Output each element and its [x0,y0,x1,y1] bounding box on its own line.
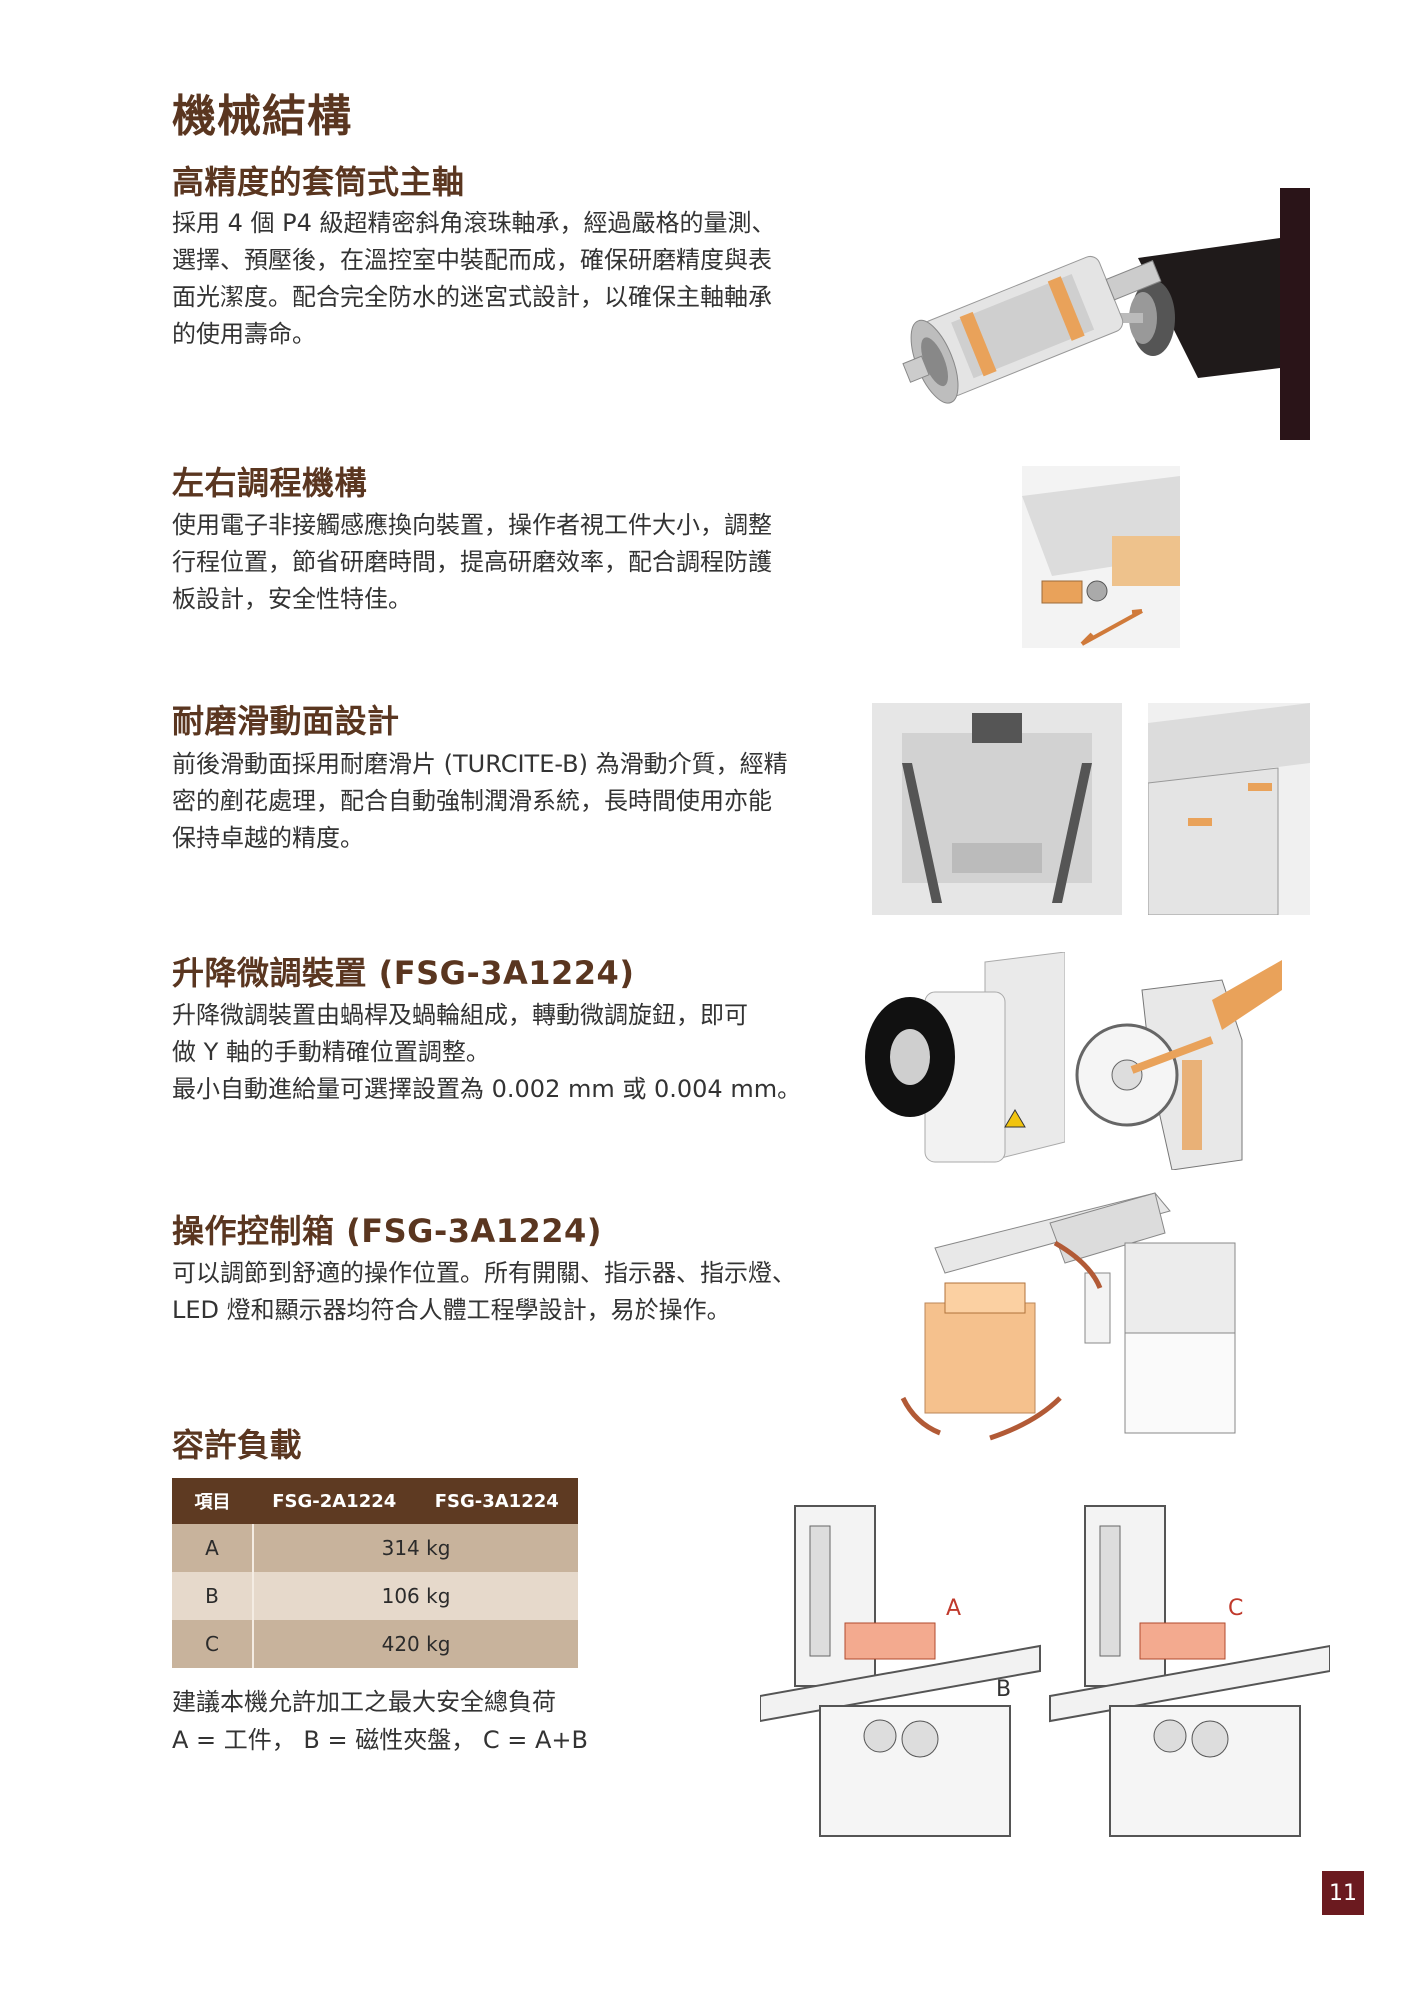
machine-label-c: C [1228,1596,1243,1621]
table-row-key: A [172,1524,254,1572]
load-machines-illustration: A B C [760,1505,1330,1837]
slideway-diagram [1148,703,1310,915]
section-body-slideway: 前後滑動面採用耐磨滑片 (TURCITE-B) 為滑動介質，經精 密的剷花處理，… [172,750,788,852]
load-table-header: 項目 FSG-2A1224 FSG-3A1224 [172,1478,578,1524]
table-row: B 106 kg [172,1572,578,1620]
table-row-value: 314 kg [253,1524,578,1572]
section-body-control-box: 可以調節到舒適的操作位置。所有開關、指示器、指示燈、 LED 燈和顯示器均符合人… [172,1259,796,1324]
table-row-key: C [172,1620,254,1668]
table-row: C 420 kg [172,1620,578,1668]
slideway-photo [872,703,1122,915]
load-note: 建議本機允許加工之最大安全總負荷 A = 工件， B = 磁性夾盤， C = A… [172,1688,588,1754]
section-body-elevation: 升降微調裝置由蝸桿及蝸輪組成，轉動微調旋鈕，即可 做 Y 軸的手動精確位置調整。… [172,1001,802,1103]
table-header-model-3a: FSG-3A1224 [415,1478,578,1524]
section-title-load: 容許負載 [172,1426,303,1464]
table-row-key: B [172,1572,254,1620]
control-box-illustration [900,1192,1236,1441]
machine-label-b: B [996,1677,1011,1702]
spindle-illustration [902,188,1310,440]
machine-c [1049,1505,1330,1837]
machine-a-b [760,1505,1041,1837]
section-title-stroke: 左右調程機構 [172,464,368,502]
section-title-slideway: 耐磨滑動面設計 [172,702,400,740]
stroke-mechanism-illustration [1022,466,1180,648]
section-body-stroke: 使用電子非接觸感應換向裝置，操作者視工件大小，調整 行程位置，節省研磨時間，提高… [172,511,772,613]
table-header-item: 項目 [172,1478,253,1524]
section-body-spindle: 採用 4 個 P4 級超精密斜角滾珠軸承，經過嚴格的量測、 選擇、預壓後，在溫控… [172,209,776,348]
section-title-spindle: 高精度的套筒式主軸 [172,163,465,201]
page-number-badge: 11 [1322,1871,1364,1915]
load-table: 項目 FSG-2A1224 FSG-3A1224 A 314 kg B 106 … [172,1478,578,1668]
table-row-value: 420 kg [253,1620,578,1668]
elevation-device-photo [865,952,1065,1163]
machine-label-a: A [946,1596,961,1621]
table-row: A 314 kg [172,1524,578,1572]
elevation-worm-gear-diagram [1075,960,1282,1170]
page-title: 機械結構 [172,91,352,142]
table-row-value: 106 kg [253,1572,578,1620]
section-title-control-box: 操作控制箱 (FSG-3A1224) [172,1212,602,1250]
table-header-model-2a: FSG-2A1224 [253,1478,416,1524]
section-title-elevation: 升降微調裝置 (FSG-3A1224) [172,954,635,992]
